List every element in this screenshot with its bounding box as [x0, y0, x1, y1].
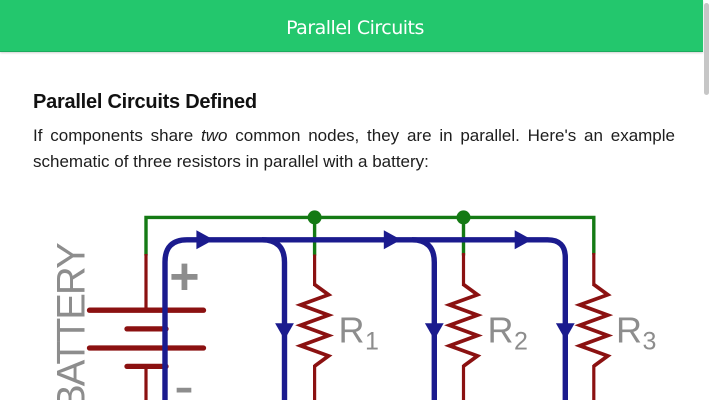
current-arrows — [196, 230, 575, 340]
current-arrow-right-2 — [383, 230, 402, 250]
scrollbar-thumb[interactable] — [704, 3, 709, 95]
component-leads — [144, 253, 596, 400]
section-heading: Parallel Circuits Defined — [33, 90, 257, 113]
battery-symbol — [86, 307, 207, 370]
intro-paragraph: If components share two common nodes, th… — [33, 123, 675, 175]
current-arrow-right-3 — [514, 230, 532, 250]
resistor-1-label: R — [339, 310, 365, 351]
top-node-wire — [144, 215, 596, 256]
current-arrow-down-2 — [424, 323, 444, 340]
branch-2-current-wire — [411, 237, 437, 400]
current-arrow-right-1 — [196, 230, 214, 250]
resistor-1-subscript: 1 — [365, 328, 379, 356]
app-header — [0, 0, 703, 52]
resistor-3-label: R — [616, 310, 642, 351]
node-dot-2 — [456, 210, 471, 225]
current-arrow-down-3 — [555, 323, 575, 340]
current-arrow-down-1 — [275, 323, 294, 340]
branch-1-current-wire — [261, 237, 288, 400]
resistor-3-zigzag — [574, 283, 614, 368]
resistor-2-zigzag — [444, 283, 483, 368]
page-title: Parallel Circuits — [286, 17, 424, 39]
paragraph-text: common nodes, they are in parallel. Here… — [33, 125, 675, 171]
main-current-wire — [162, 237, 568, 400]
resistor-3-subscript: 3 — [643, 328, 657, 356]
paragraph-italic-word: two — [200, 125, 228, 145]
node-wire-outline — [144, 215, 596, 256]
resistor-2-subscript: 2 — [514, 328, 528, 356]
battery-plus-sign: + — [169, 248, 199, 306]
paragraph-text: If components share — [33, 125, 194, 145]
resistor-1-zigzag — [295, 283, 335, 368]
current-loop-wire — [162, 237, 568, 400]
battery-minus-sign: - — [174, 352, 194, 400]
resistor-2-label: R — [488, 310, 514, 351]
battery-label: BATTERY — [50, 243, 94, 400]
node-dot-1 — [307, 210, 322, 225]
article: Parallel Circuits Defined If components … — [33, 0, 675, 175]
